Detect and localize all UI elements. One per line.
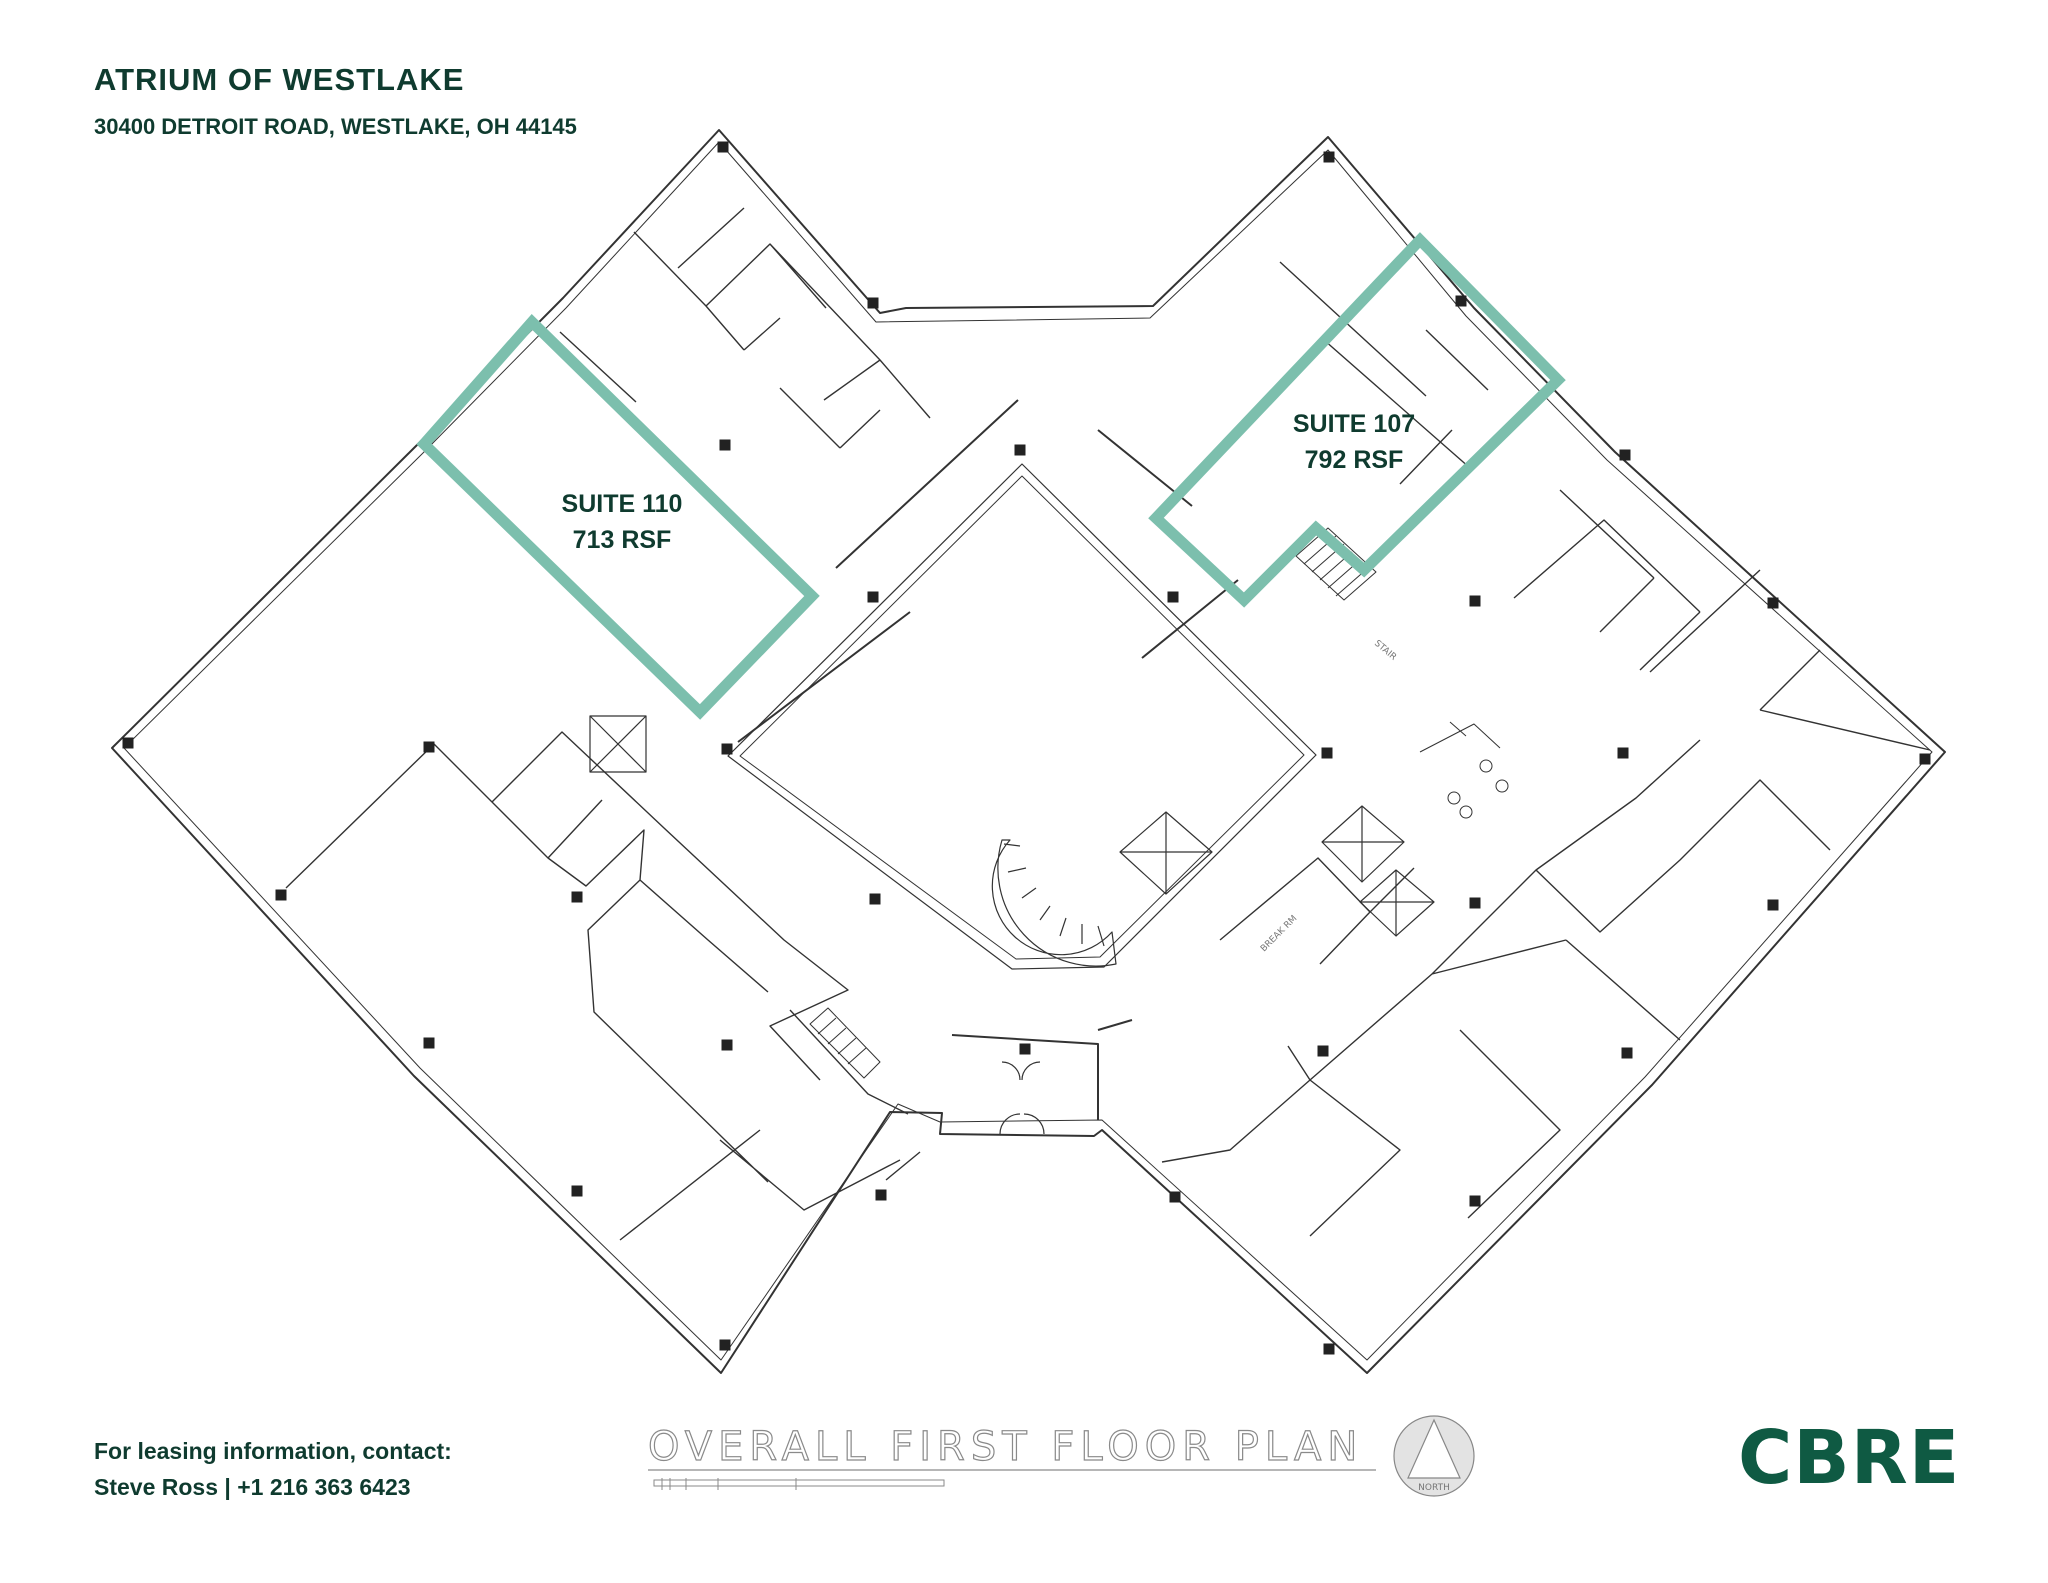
suite-107-name: SUITE 107 (1293, 410, 1415, 438)
building-outline-inner (123, 141, 1933, 1361)
building-outline (111, 129, 1946, 1374)
plan-title: OVERALL FIRST FLOOR PLAN (648, 1424, 1363, 1470)
suite-107-highlight (1148, 232, 1566, 608)
leasing-contact-intro: For leasing information, contact: (94, 1438, 452, 1464)
column-markers (122, 141, 1931, 1355)
spiral-stair (991, 839, 1117, 967)
north-arrow-icon: NORTH (1393, 1415, 1475, 1497)
elevator-shafts (589, 715, 1435, 937)
property-title: ATRIUM OF WESTLAKE (94, 62, 465, 97)
break-room-label: BREAK RM (1259, 914, 1299, 954)
restroom-fixtures (1419, 721, 1509, 819)
ul-wing-rooms (559, 207, 931, 449)
stairs (809, 527, 1377, 1079)
ur-wing-rooms (1279, 261, 1931, 751)
suite-110-size: 713 RSF (573, 526, 672, 554)
suite-110-name: SUITE 110 (562, 490, 683, 518)
suite-110-highlight (416, 314, 820, 720)
corridor-walls (737, 399, 1239, 1120)
cbre-logo: CBRE (1738, 1415, 1961, 1501)
atrium-inner (739, 475, 1305, 960)
scale-bar (653, 1478, 945, 1490)
stair-label: STAIR (1372, 639, 1398, 663)
lr-wing-rooms (1161, 739, 1831, 1237)
leasing-contact-details: Steve Ross | +1 216 363 6423 (94, 1474, 411, 1500)
suite-107-size: 792 RSF (1305, 446, 1404, 474)
north-label: NORTH (1418, 1483, 1450, 1493)
property-address: 30400 DETROIT ROAD, WESTLAKE, OH 44145 (94, 114, 577, 139)
entrance-doors (999, 1061, 1045, 1135)
ll-wing-rooms (285, 731, 921, 1241)
atrium-outline (727, 463, 1317, 970)
